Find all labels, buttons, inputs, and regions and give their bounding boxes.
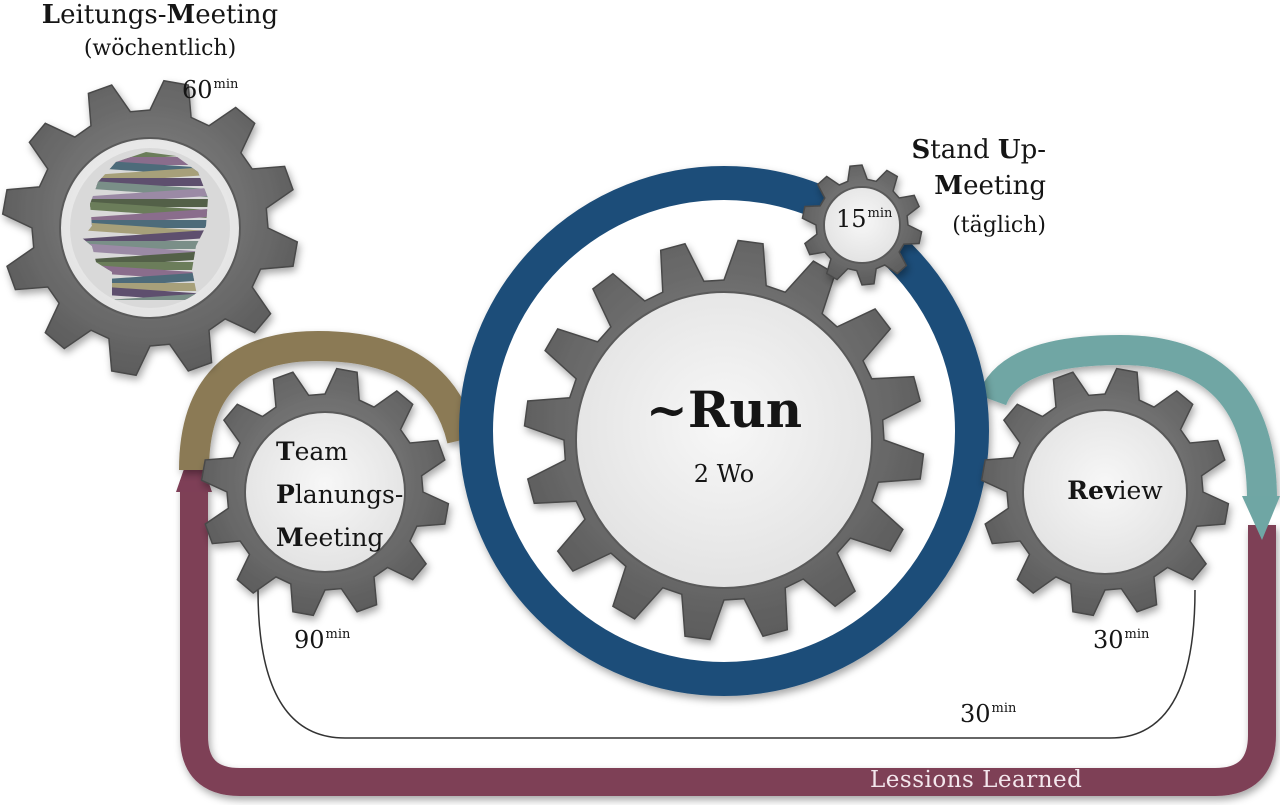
team-duration: 90min [294, 626, 351, 654]
standup-duration: 15min [836, 205, 893, 233]
review-title: Review [1067, 476, 1163, 505]
run-title: ~Run [645, 380, 803, 439]
lessons-learned-label: Lessions Learned [870, 767, 1083, 793]
run-subtitle: 2 Wo [693, 460, 755, 488]
standup-gear [801, 164, 923, 286]
standup-subtitle: (täglich) [952, 213, 1046, 238]
team-title: Team Planungs- Meeting [276, 437, 404, 552]
run-gear-face [575, 291, 873, 589]
review-gear [980, 367, 1230, 617]
review-arrowhead [1242, 496, 1280, 540]
leitung-title: Leitungs-Meeting [41, 0, 279, 30]
standup-gear-face [823, 186, 901, 264]
bottom-duration: 30min [960, 700, 1017, 728]
team-planning-gear-face [244, 411, 406, 573]
lessons-learned-loop [180, 480, 1276, 796]
planning-arc [179, 330, 477, 471]
review-duration: 30min [1093, 626, 1150, 654]
team-planning-gear [200, 367, 450, 617]
bracket-long [257, 589, 1196, 739]
review-arc [977, 334, 1277, 501]
leitung-subtitle: (wöchentlich) [83, 36, 237, 61]
run-gear [523, 239, 925, 641]
review-gear-face [1022, 409, 1188, 575]
standup-title: Stand Up- Meeting [911, 135, 1046, 201]
leitung-duration: 60min [182, 76, 239, 104]
